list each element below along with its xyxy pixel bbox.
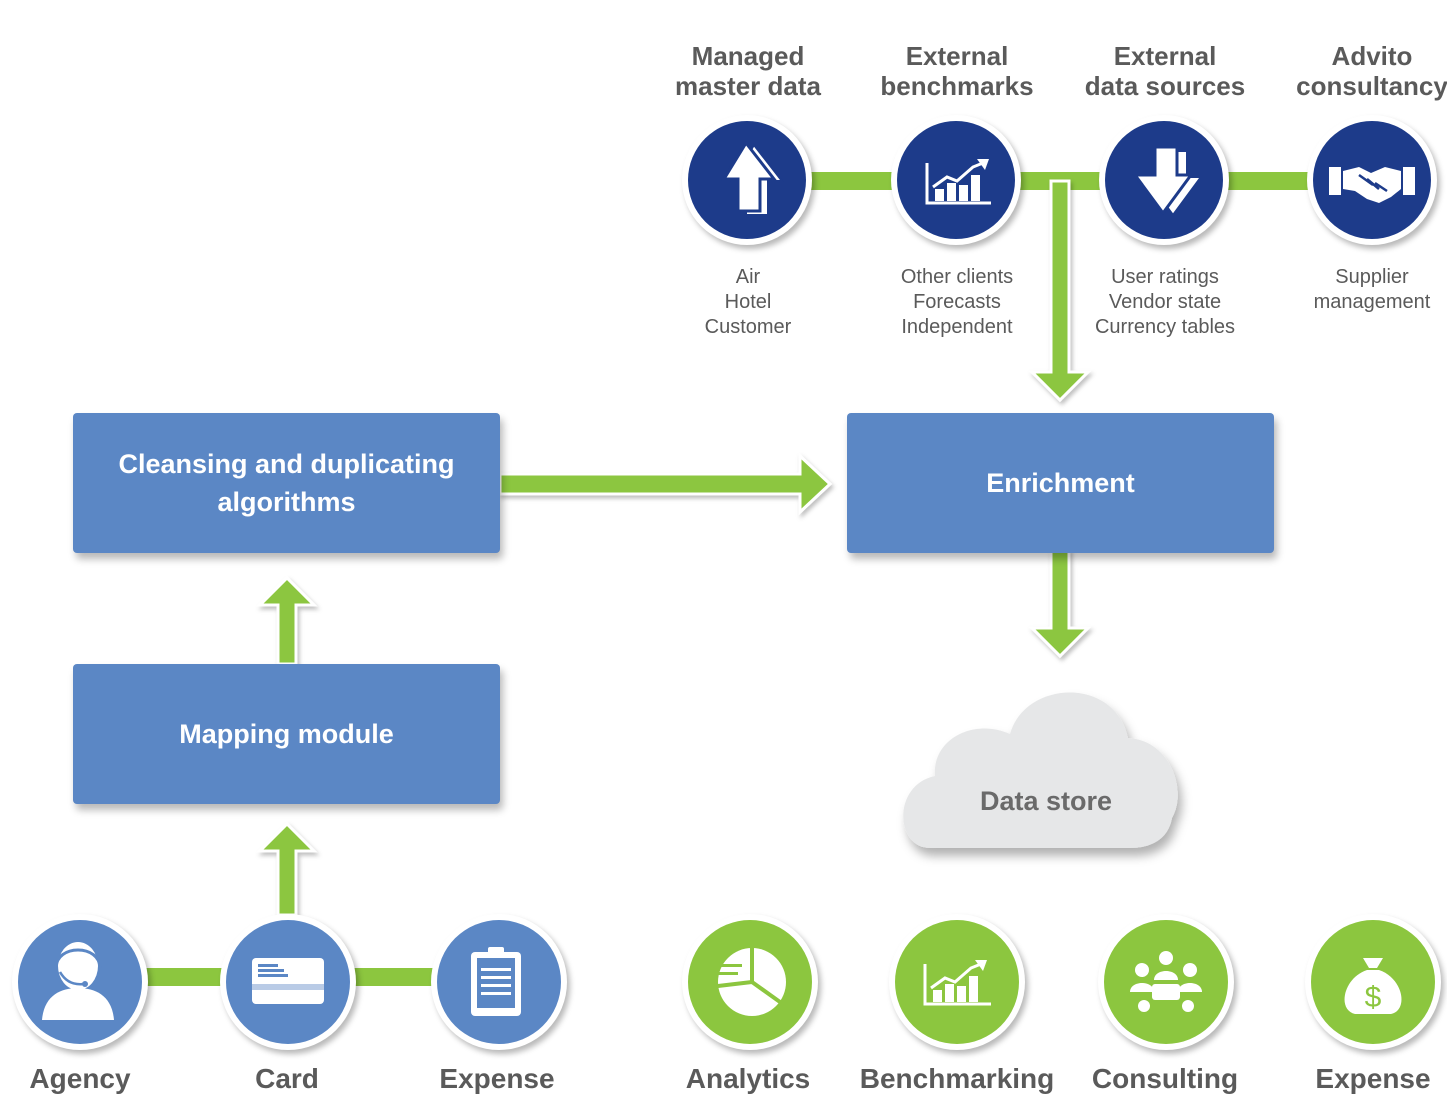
arrow-mapping-to-cleansing xyxy=(256,575,318,666)
source-title-managed-master-data: Managed master data xyxy=(638,41,858,101)
output-circle-consulting xyxy=(1098,914,1234,1050)
enrichment-box: Enrichment xyxy=(847,413,1274,553)
source-title-external-benchmarks: External benchmarks xyxy=(847,41,1067,101)
arrow-cleansing-to-enrichment xyxy=(498,452,833,516)
arrow-card-to-mapping xyxy=(256,821,318,917)
source-item: Vendor state xyxy=(1108,291,1222,313)
output-label-consulting: Consulting xyxy=(1091,1063,1239,1094)
money-bag-icon: $ xyxy=(1342,958,1402,1014)
source-title-line: consultancy xyxy=(1296,71,1447,101)
data-store-label: Data store xyxy=(979,786,1113,816)
download-arrow-icon xyxy=(1132,145,1203,217)
arrow-to-enrichment xyxy=(1028,179,1092,403)
source-circle-managed-master-data xyxy=(682,115,812,245)
source-item: management xyxy=(1313,291,1431,313)
input-label-card: Card xyxy=(255,1063,319,1094)
source-circle-external-data-sources xyxy=(1099,115,1229,245)
source-items-managed-master-data: Air Hotel Customer xyxy=(638,265,858,340)
source-title-line: Advito xyxy=(1331,41,1413,71)
source-title-line: External xyxy=(1113,41,1217,71)
source-item: Forecasts xyxy=(913,291,1001,313)
source-title-line: data sources xyxy=(1084,71,1246,101)
input-circle-card xyxy=(220,914,356,1050)
input-label-expense: Expense xyxy=(439,1063,555,1094)
pie-chart-icon xyxy=(708,948,786,1016)
source-items-external-data-sources: User ratings Vendor state Currency table… xyxy=(1055,265,1275,340)
source-items-advito-consultancy: Supplier management xyxy=(1262,265,1447,315)
cleansing-box-label: Cleansing and duplicating algorithms xyxy=(118,449,455,517)
source-item: Hotel xyxy=(724,291,772,313)
source-item: Other clients xyxy=(900,266,1014,288)
meeting-people-icon xyxy=(1130,951,1202,1012)
top-connector-1 xyxy=(800,172,910,190)
credit-card-icon xyxy=(252,958,324,1004)
growth-chart-icon xyxy=(925,159,991,205)
source-item: Customer xyxy=(704,316,792,338)
source-item: Supplier xyxy=(1335,266,1409,288)
output-label-benchmarking: Benchmarking xyxy=(859,1063,1055,1094)
source-title-advito-consultancy: Advito consultancy xyxy=(1262,41,1447,101)
output-label-analytics: Analytics xyxy=(685,1063,811,1094)
source-item: Independent xyxy=(901,316,1013,338)
source-item: User ratings xyxy=(1111,266,1219,288)
upload-arrow-icon xyxy=(721,140,785,216)
source-title-line: master data xyxy=(675,71,821,101)
mapping-box-label: Mapping module xyxy=(179,719,394,749)
input-circle-agency xyxy=(12,914,148,1050)
mapping-box: Mapping module xyxy=(73,664,500,804)
input-connector-1 xyxy=(140,968,240,986)
source-circle-advito-consultancy xyxy=(1307,115,1437,245)
svg-text:$: $ xyxy=(1365,981,1382,1014)
clipboard-icon xyxy=(471,947,521,1016)
handshake-icon xyxy=(1329,167,1415,203)
output-circle-expense: $ xyxy=(1305,914,1441,1050)
input-label-agency: Agency xyxy=(29,1063,131,1094)
source-title-external-data-sources: External data sources xyxy=(1055,41,1275,101)
cleansing-box: Cleansing and duplicating algorithms xyxy=(73,413,500,553)
arrow-enrichment-to-datastore xyxy=(1028,548,1092,659)
input-circle-expense xyxy=(431,914,567,1050)
input-connector-2 xyxy=(340,968,450,986)
enrichment-box-label: Enrichment xyxy=(986,468,1135,498)
growth-chart-icon xyxy=(923,960,991,1006)
output-label-expense: Expense xyxy=(1315,1063,1431,1094)
output-circle-analytics xyxy=(682,914,818,1050)
output-circle-benchmarking xyxy=(889,914,1025,1050)
source-title-line: benchmarks xyxy=(880,71,1034,101)
source-item: Currency tables xyxy=(1094,316,1236,338)
source-item: Air xyxy=(735,266,761,288)
source-items-external-benchmarks: Other clients Forecasts Independent xyxy=(847,265,1067,340)
source-circle-external-benchmarks xyxy=(891,115,1021,245)
top-connector-3 xyxy=(1220,172,1330,190)
agent-headset-icon xyxy=(42,942,114,1020)
source-title-line: External xyxy=(905,41,1009,71)
source-title-line: Managed xyxy=(691,41,805,71)
